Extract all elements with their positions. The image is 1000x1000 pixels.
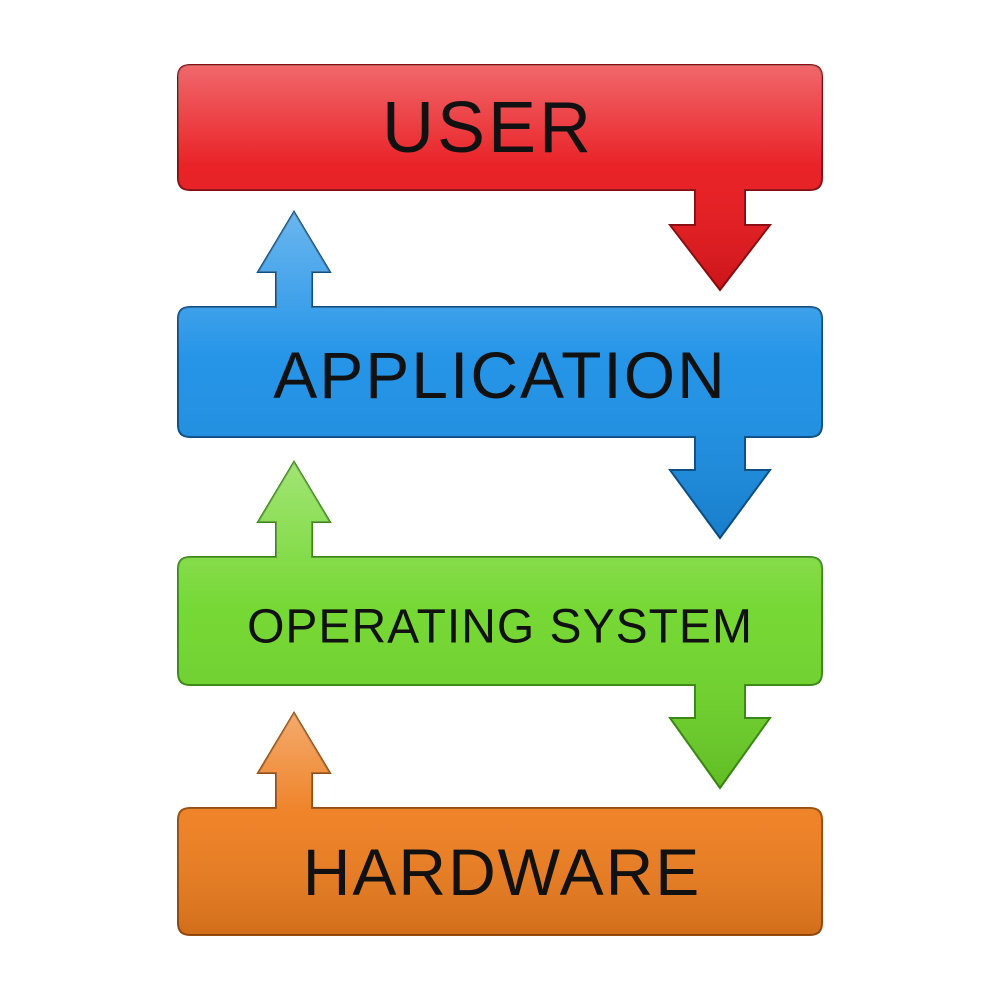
user-block-gloss [178, 65, 822, 290]
user-label: USER [382, 88, 594, 168]
operating-system-layer: OPERATING SYSTEM [177, 460, 823, 790]
operating-system-block-gloss [178, 462, 822, 788]
hardware-layer: HARDWARE [177, 711, 823, 936]
application-layer: APPLICATION [177, 210, 823, 540]
hardware-label: HARDWARE [303, 835, 702, 909]
application-label: APPLICATION [273, 338, 727, 412]
application-block-gloss [178, 212, 822, 538]
user-layer: USER [177, 64, 823, 292]
operating-system-label: OPERATING SYSTEM [247, 601, 753, 654]
hardware-block-gloss [178, 713, 822, 935]
